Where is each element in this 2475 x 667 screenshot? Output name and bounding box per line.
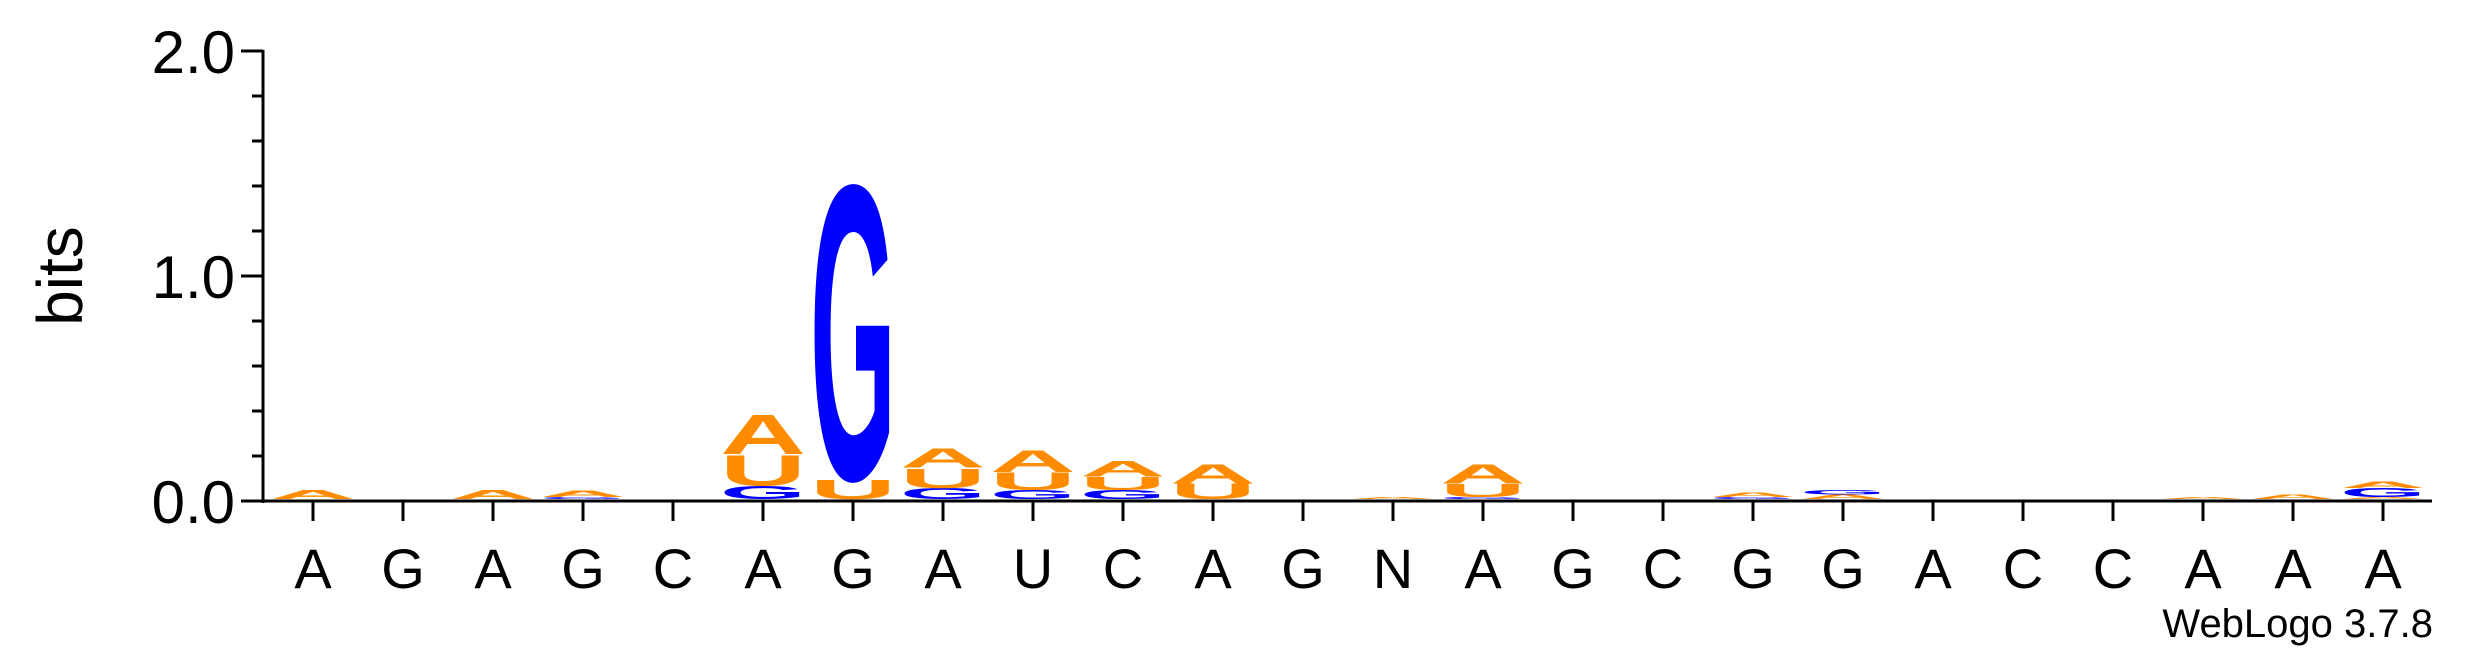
x-tick-label: A <box>2364 537 2402 600</box>
x-tick-label: N <box>1373 537 1413 600</box>
x-tick-label: U <box>1013 537 1053 600</box>
x-tick-label: A <box>294 537 332 600</box>
logo-letter-g: G <box>810 98 896 569</box>
logo-letter-a: A <box>540 488 626 498</box>
logo-letter-a: A <box>720 403 806 466</box>
x-tick-label: A <box>924 537 962 600</box>
logo-letter-a: A <box>1170 458 1256 489</box>
logo-letter-u: U <box>1080 473 1166 494</box>
logo-letter-a: A <box>1350 496 1436 499</box>
x-tick-label: G <box>1821 537 1865 600</box>
logo-letter-a: A <box>450 488 536 502</box>
logo-letter-a: A <box>2340 479 2426 489</box>
x-tick-label: A <box>1914 537 1952 600</box>
weblogo-credit: WebLogo 3.7.8 <box>2162 602 2433 646</box>
x-tick-label: C <box>1103 537 1143 600</box>
logo-letter-a: A <box>1710 491 1796 498</box>
x-tick-label: A <box>744 537 782 600</box>
logo-letter-a: A <box>2340 496 2426 499</box>
x-tick-label: G <box>831 537 875 600</box>
y-axis-label: bits <box>24 226 96 326</box>
logo-letter-g: G <box>1440 496 1526 500</box>
y-axis-ticks: 0.0 1.0 2.0 <box>152 19 263 536</box>
logo-letter-u: U <box>720 446 806 495</box>
logo-letter-a: A <box>990 444 1076 479</box>
x-tick-label: C <box>653 537 693 600</box>
y-tick-label: 2.0 <box>152 19 235 86</box>
x-tick-label: C <box>1643 537 1683 600</box>
x-tick-label: G <box>561 537 605 600</box>
logo-letter-u: U <box>1170 479 1256 504</box>
logo-letter-g: G <box>720 482 806 503</box>
x-tick-label: A <box>474 537 512 600</box>
logo-letter-a: A <box>270 488 356 502</box>
x-tick-label: A <box>2274 537 2312 600</box>
x-tick-label: G <box>1731 537 1775 600</box>
logo-letter-u: U <box>900 463 986 494</box>
logo-letter-a: A <box>1800 493 1886 500</box>
logo-letter-g: G <box>540 496 626 500</box>
x-tick-label: A <box>1194 537 1232 600</box>
logo-letter-a: A <box>1080 457 1166 482</box>
logo-letter-a: A <box>2250 493 2336 500</box>
y-tick-label: 0.0 <box>152 469 235 536</box>
logo-letter-a: A <box>900 442 986 473</box>
logo-letter-g: G <box>1800 489 1886 496</box>
x-tick-label: A <box>1464 537 1502 600</box>
logo-letter-g: G <box>1080 488 1166 502</box>
axes <box>261 50 2432 503</box>
x-tick-label: C <box>2093 537 2133 600</box>
logo-letter-a: A <box>2160 496 2246 499</box>
logo-letter-a: A <box>1440 458 1526 489</box>
x-tick-label: G <box>1551 537 1595 600</box>
x-tick-label: A <box>2184 537 2222 600</box>
logo-letter-u: U <box>810 474 896 505</box>
logo-letter-u: U <box>990 468 1076 496</box>
x-tick-label: G <box>381 537 425 600</box>
logo-letter-g: G <box>990 488 1076 502</box>
x-tick-label: G <box>1281 537 1325 600</box>
logo-letter-g: G <box>900 485 986 502</box>
logo-letter-u: U <box>1440 480 1526 501</box>
x-tick-label: C <box>2003 537 2043 600</box>
logo-letter-g: G <box>2340 485 2426 499</box>
logo-letter-g: G <box>1710 496 1796 500</box>
y-tick-label: 1.0 <box>152 244 235 311</box>
